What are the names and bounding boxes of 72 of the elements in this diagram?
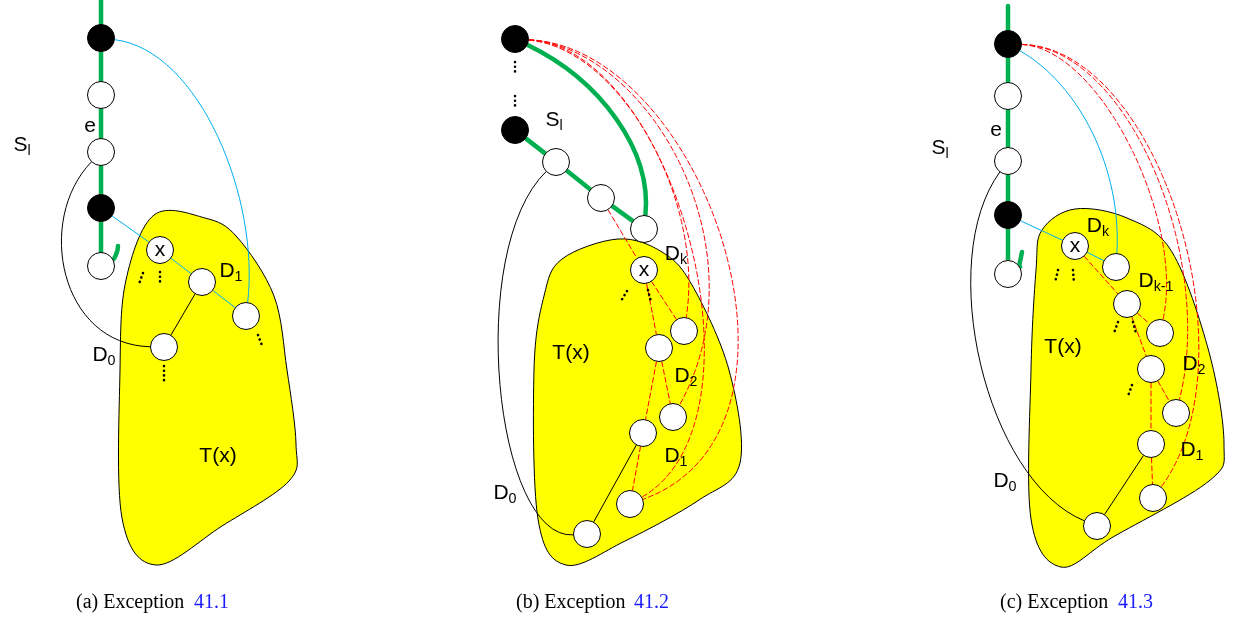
edge-line	[61, 161, 151, 348]
vertex	[630, 215, 658, 243]
dashed-edge	[528, 39, 739, 500]
region-label: T(x)	[199, 443, 237, 467]
path-edge	[111, 243, 121, 262]
vertex-set-label: D$_{2}$	[674, 363, 698, 389]
figure-reference-link: 41.1	[194, 589, 229, 613]
dashed-edge	[1150, 382, 1152, 431]
vertex-set-label: S$_{l}$	[931, 135, 949, 161]
dashed-edge	[661, 361, 671, 404]
path-edge	[1017, 249, 1025, 270]
dashed-edge	[528, 39, 705, 498]
vertex	[994, 147, 1022, 175]
dashed-edge	[528, 39, 710, 406]
vertex-set-label: D$_{0}$	[493, 480, 517, 506]
figure-reference-link: 41.2	[634, 589, 669, 613]
edge-line	[170, 293, 196, 336]
dashed-edge	[1021, 43, 1199, 488]
edge-line	[1086, 251, 1105, 262]
vertex	[87, 81, 115, 109]
vertex-set-label: D$_{0}$	[92, 342, 116, 368]
vertex-set-label: S$_{l}$	[545, 107, 563, 133]
edge-line	[114, 39, 250, 303]
vertex-set-label: D$_{1}$	[664, 443, 688, 469]
filled-vertex	[994, 30, 1022, 58]
edge-line	[111, 215, 150, 243]
dashed-edge	[607, 209, 638, 259]
filled-vertex	[87, 24, 115, 52]
region-label: T(x)	[552, 340, 590, 364]
region-label: T(x)	[1044, 334, 1082, 358]
filled-vertex	[994, 201, 1022, 229]
vertex	[587, 184, 615, 212]
dashed-edge	[632, 446, 641, 491]
vertex-set-label: D$_{1}$	[219, 258, 243, 284]
vertex-set-label: D$_{0}$	[993, 468, 1017, 494]
edge-line	[1104, 455, 1144, 515]
path-edge	[523, 136, 548, 156]
edge-line	[212, 290, 236, 308]
vertex	[994, 82, 1022, 110]
filled-vertex	[501, 116, 529, 144]
vertex-set-label: D$_{k}$	[664, 241, 688, 267]
edge-line	[170, 258, 192, 274]
dashed-edge	[1151, 457, 1153, 485]
subfigure-caption: (c) Exception	[1000, 589, 1109, 613]
path-edge	[564, 168, 593, 192]
vertex-set-label: D$_{k-1}$	[1138, 268, 1174, 294]
dashed-edge	[1137, 312, 1150, 325]
filled-vertex	[87, 194, 115, 222]
dashed-edge	[1131, 316, 1147, 357]
edge-line	[970, 171, 1085, 522]
path-edge	[610, 203, 635, 224]
edge-line	[1019, 50, 1118, 254]
vertex	[994, 260, 1022, 288]
vertex	[542, 148, 570, 176]
dashed-edge	[651, 281, 677, 320]
vertex	[87, 252, 115, 280]
vertex	[87, 138, 115, 166]
vertex-set-label: D$_{1}$	[1180, 437, 1204, 463]
filled-vertex	[501, 25, 529, 53]
dashed-edge	[645, 361, 657, 420]
dashed-edge	[646, 283, 657, 335]
edge-line	[497, 171, 574, 536]
subfigure-caption: (b) Exception	[516, 589, 626, 613]
subfigure-caption: (a) Exception	[76, 589, 185, 613]
vertex-set-label: S$_{l}$	[13, 132, 31, 158]
edge-line	[593, 444, 637, 523]
dashed-edge	[1083, 255, 1119, 295]
figure-reference-link: 41.3	[1118, 589, 1153, 613]
dashed-edge	[1157, 380, 1170, 402]
vertex-set-label: D$_{2}$	[1182, 351, 1206, 377]
vertex-set-label: D$_{k}$	[1086, 213, 1110, 239]
edge-line	[1020, 220, 1063, 241]
